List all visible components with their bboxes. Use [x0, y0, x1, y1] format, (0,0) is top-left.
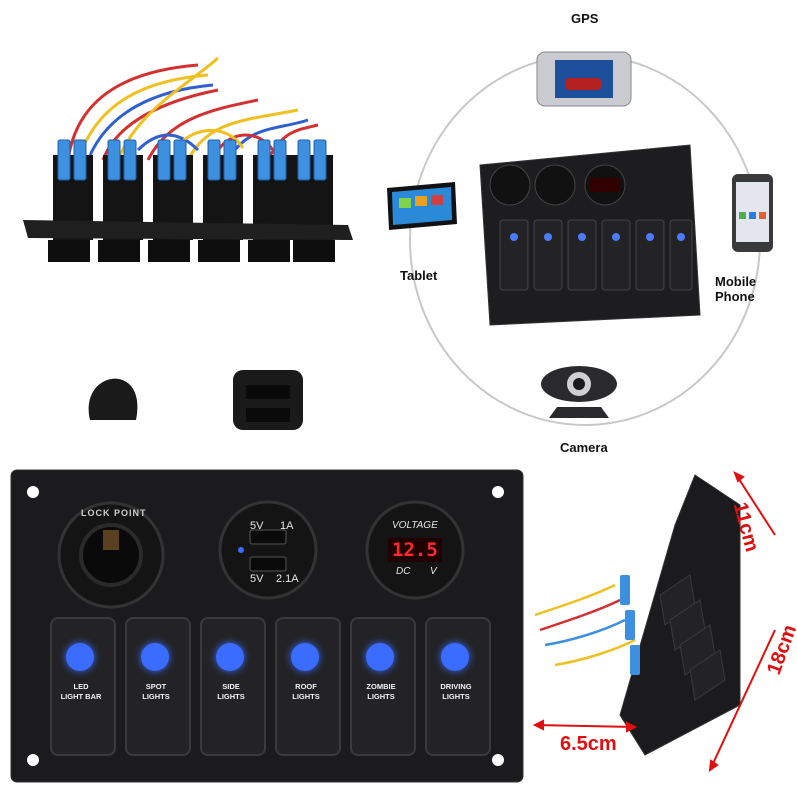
tablet-device-image: [385, 180, 460, 235]
side-light-icon: [216, 643, 244, 671]
camera-image: [537, 362, 622, 422]
lock-point-label: LOCK POINT: [81, 508, 147, 518]
gps-device-image: [535, 48, 633, 110]
wired-panel-back-photo: [18, 30, 363, 270]
rocker-switch[interactable]: [125, 617, 191, 756]
spot-light-icon: [141, 643, 169, 671]
zombie-light-icon: [366, 643, 394, 671]
voltmeter-unit: V: [430, 566, 437, 577]
usb-bottom-amps: 2.1A: [276, 573, 299, 585]
roof-light-icon: [291, 643, 319, 671]
camera-label: Camera: [560, 440, 608, 455]
rocker-switch[interactable]: [50, 617, 116, 756]
connectivity-diagram: GPS Tablet Mobile Phone Camera: [385, 11, 795, 460]
rocker-switch[interactable]: [425, 617, 491, 756]
mobile-phone-image: [730, 172, 775, 254]
side-view-photo: 11cm 18cm 6.5cm: [525, 465, 797, 790]
depth-dimension: 6.5cm: [560, 733, 617, 755]
voltmeter-reading: 12.5: [392, 539, 438, 561]
voltmeter-dc: DC: [396, 566, 411, 577]
gps-label: GPS: [571, 11, 599, 26]
rocker-switch[interactable]: [350, 617, 416, 756]
usb-top-voltage: 5V: [250, 520, 264, 532]
driving-light-icon: [441, 643, 469, 671]
tablet-label: Tablet: [400, 268, 438, 283]
voltmeter-title: VOLTAGE: [392, 520, 438, 531]
light-bar-icon: [66, 643, 94, 671]
main-panel-front: LOCK POINT 5V 1A 5V 2.1A VOLTAGE 12.5 DC…: [8, 360, 528, 788]
rocker-switch[interactable]: [275, 617, 341, 756]
usb-bottom-voltage: 5V: [250, 573, 264, 585]
rocker-switch[interactable]: [200, 617, 266, 756]
mobile-phone-label: Mobile Phone: [715, 274, 757, 304]
usb-top-amps: 1A: [280, 520, 294, 532]
